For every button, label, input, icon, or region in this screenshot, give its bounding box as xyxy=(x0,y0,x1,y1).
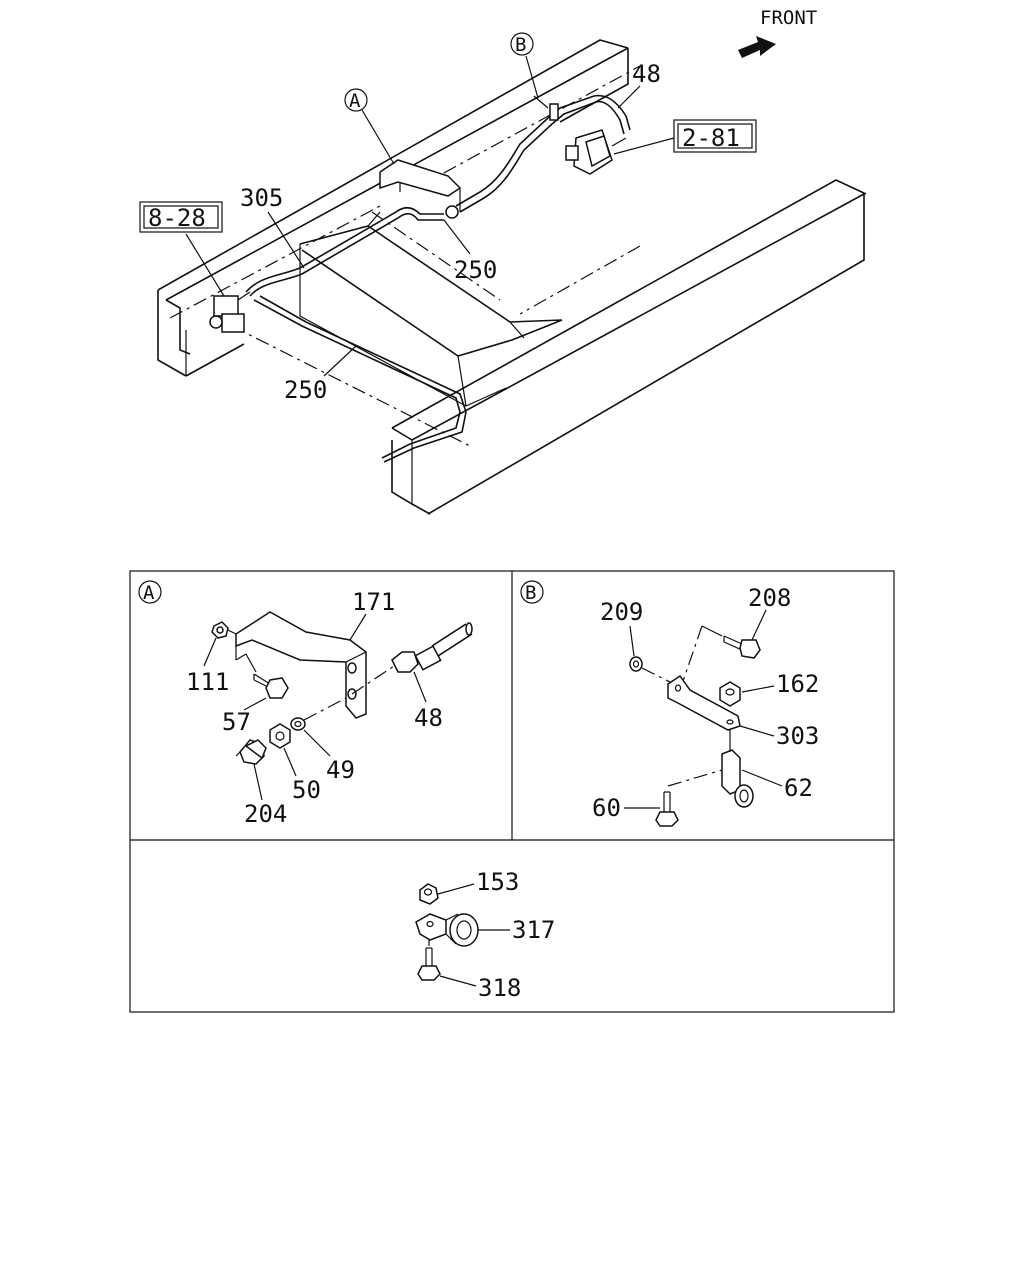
bolt-60 xyxy=(655,769,723,827)
label-305: 305 xyxy=(240,184,283,212)
label-303: 303 xyxy=(776,722,819,750)
svg-text:A: A xyxy=(349,90,361,112)
left-frame-rail xyxy=(157,39,629,377)
label-209: 209 xyxy=(600,598,643,626)
detail-b: B xyxy=(520,580,819,827)
detail-a-tag: A xyxy=(143,582,155,604)
detail-panels xyxy=(129,570,895,1013)
clamp-317 xyxy=(415,913,479,947)
label-162: 162 xyxy=(776,670,819,698)
bracket-171 xyxy=(235,611,367,719)
centerline-right xyxy=(519,245,641,315)
front-arrow-icon xyxy=(738,36,776,58)
union-48 xyxy=(351,622,473,695)
centerline-pipe xyxy=(231,325,471,447)
ref-box-2-81: 2-81 xyxy=(613,119,757,155)
svg-text:2-81: 2-81 xyxy=(682,124,740,152)
svg-text:B: B xyxy=(515,34,526,56)
left-valve xyxy=(209,291,251,333)
label-50: 50 xyxy=(292,776,321,804)
callout-a: A xyxy=(344,88,395,165)
centerline-cross xyxy=(371,211,501,301)
sensor-unit xyxy=(565,129,627,175)
svg-text:8-28: 8-28 xyxy=(148,204,206,232)
label-60: 60 xyxy=(592,794,621,822)
nut-50 xyxy=(269,723,291,749)
label-250-lower: 250 xyxy=(284,376,327,404)
main-view: FRONT xyxy=(139,7,867,515)
label-48-main: 48 xyxy=(632,60,661,88)
fitting-204 xyxy=(235,739,267,765)
bracket-a xyxy=(379,159,462,219)
detail-c: 153 317 318 xyxy=(415,868,555,1002)
centerline-left xyxy=(169,205,381,319)
detail-a: A xyxy=(138,580,473,828)
washer-49 xyxy=(290,697,347,731)
label-208: 208 xyxy=(748,584,791,612)
nut-111 xyxy=(211,621,237,639)
label-62: 62 xyxy=(784,774,813,802)
washer-209 xyxy=(629,656,675,685)
centerline-left-2 xyxy=(419,65,641,187)
bolt-208 xyxy=(681,625,761,685)
label-250-upper: 250 xyxy=(454,256,497,284)
bolt-57 xyxy=(245,653,289,699)
label-153: 153 xyxy=(476,868,519,896)
clip-62 xyxy=(721,730,754,808)
detail-b-tag: B xyxy=(525,582,536,604)
cross-member xyxy=(299,211,563,407)
nut-162 xyxy=(719,681,741,707)
label-111: 111 xyxy=(186,668,229,696)
label-171: 171 xyxy=(352,588,395,616)
bolt-318 xyxy=(417,940,441,981)
label-318: 318 xyxy=(478,974,521,1002)
label-49: 49 xyxy=(326,756,355,784)
label-48-detail: 48 xyxy=(414,704,443,732)
pipe-clip-b xyxy=(533,95,559,121)
callout-b: B xyxy=(510,32,539,99)
label-317: 317 xyxy=(512,916,555,944)
label-204: 204 xyxy=(244,800,287,828)
nut-153 xyxy=(419,883,439,905)
label-57: 57 xyxy=(222,708,251,736)
right-frame-rail xyxy=(391,179,867,515)
ref-box-8-28: 8-28 xyxy=(139,201,225,297)
front-label: FRONT xyxy=(760,7,817,29)
brake-pipe-run xyxy=(245,94,631,463)
